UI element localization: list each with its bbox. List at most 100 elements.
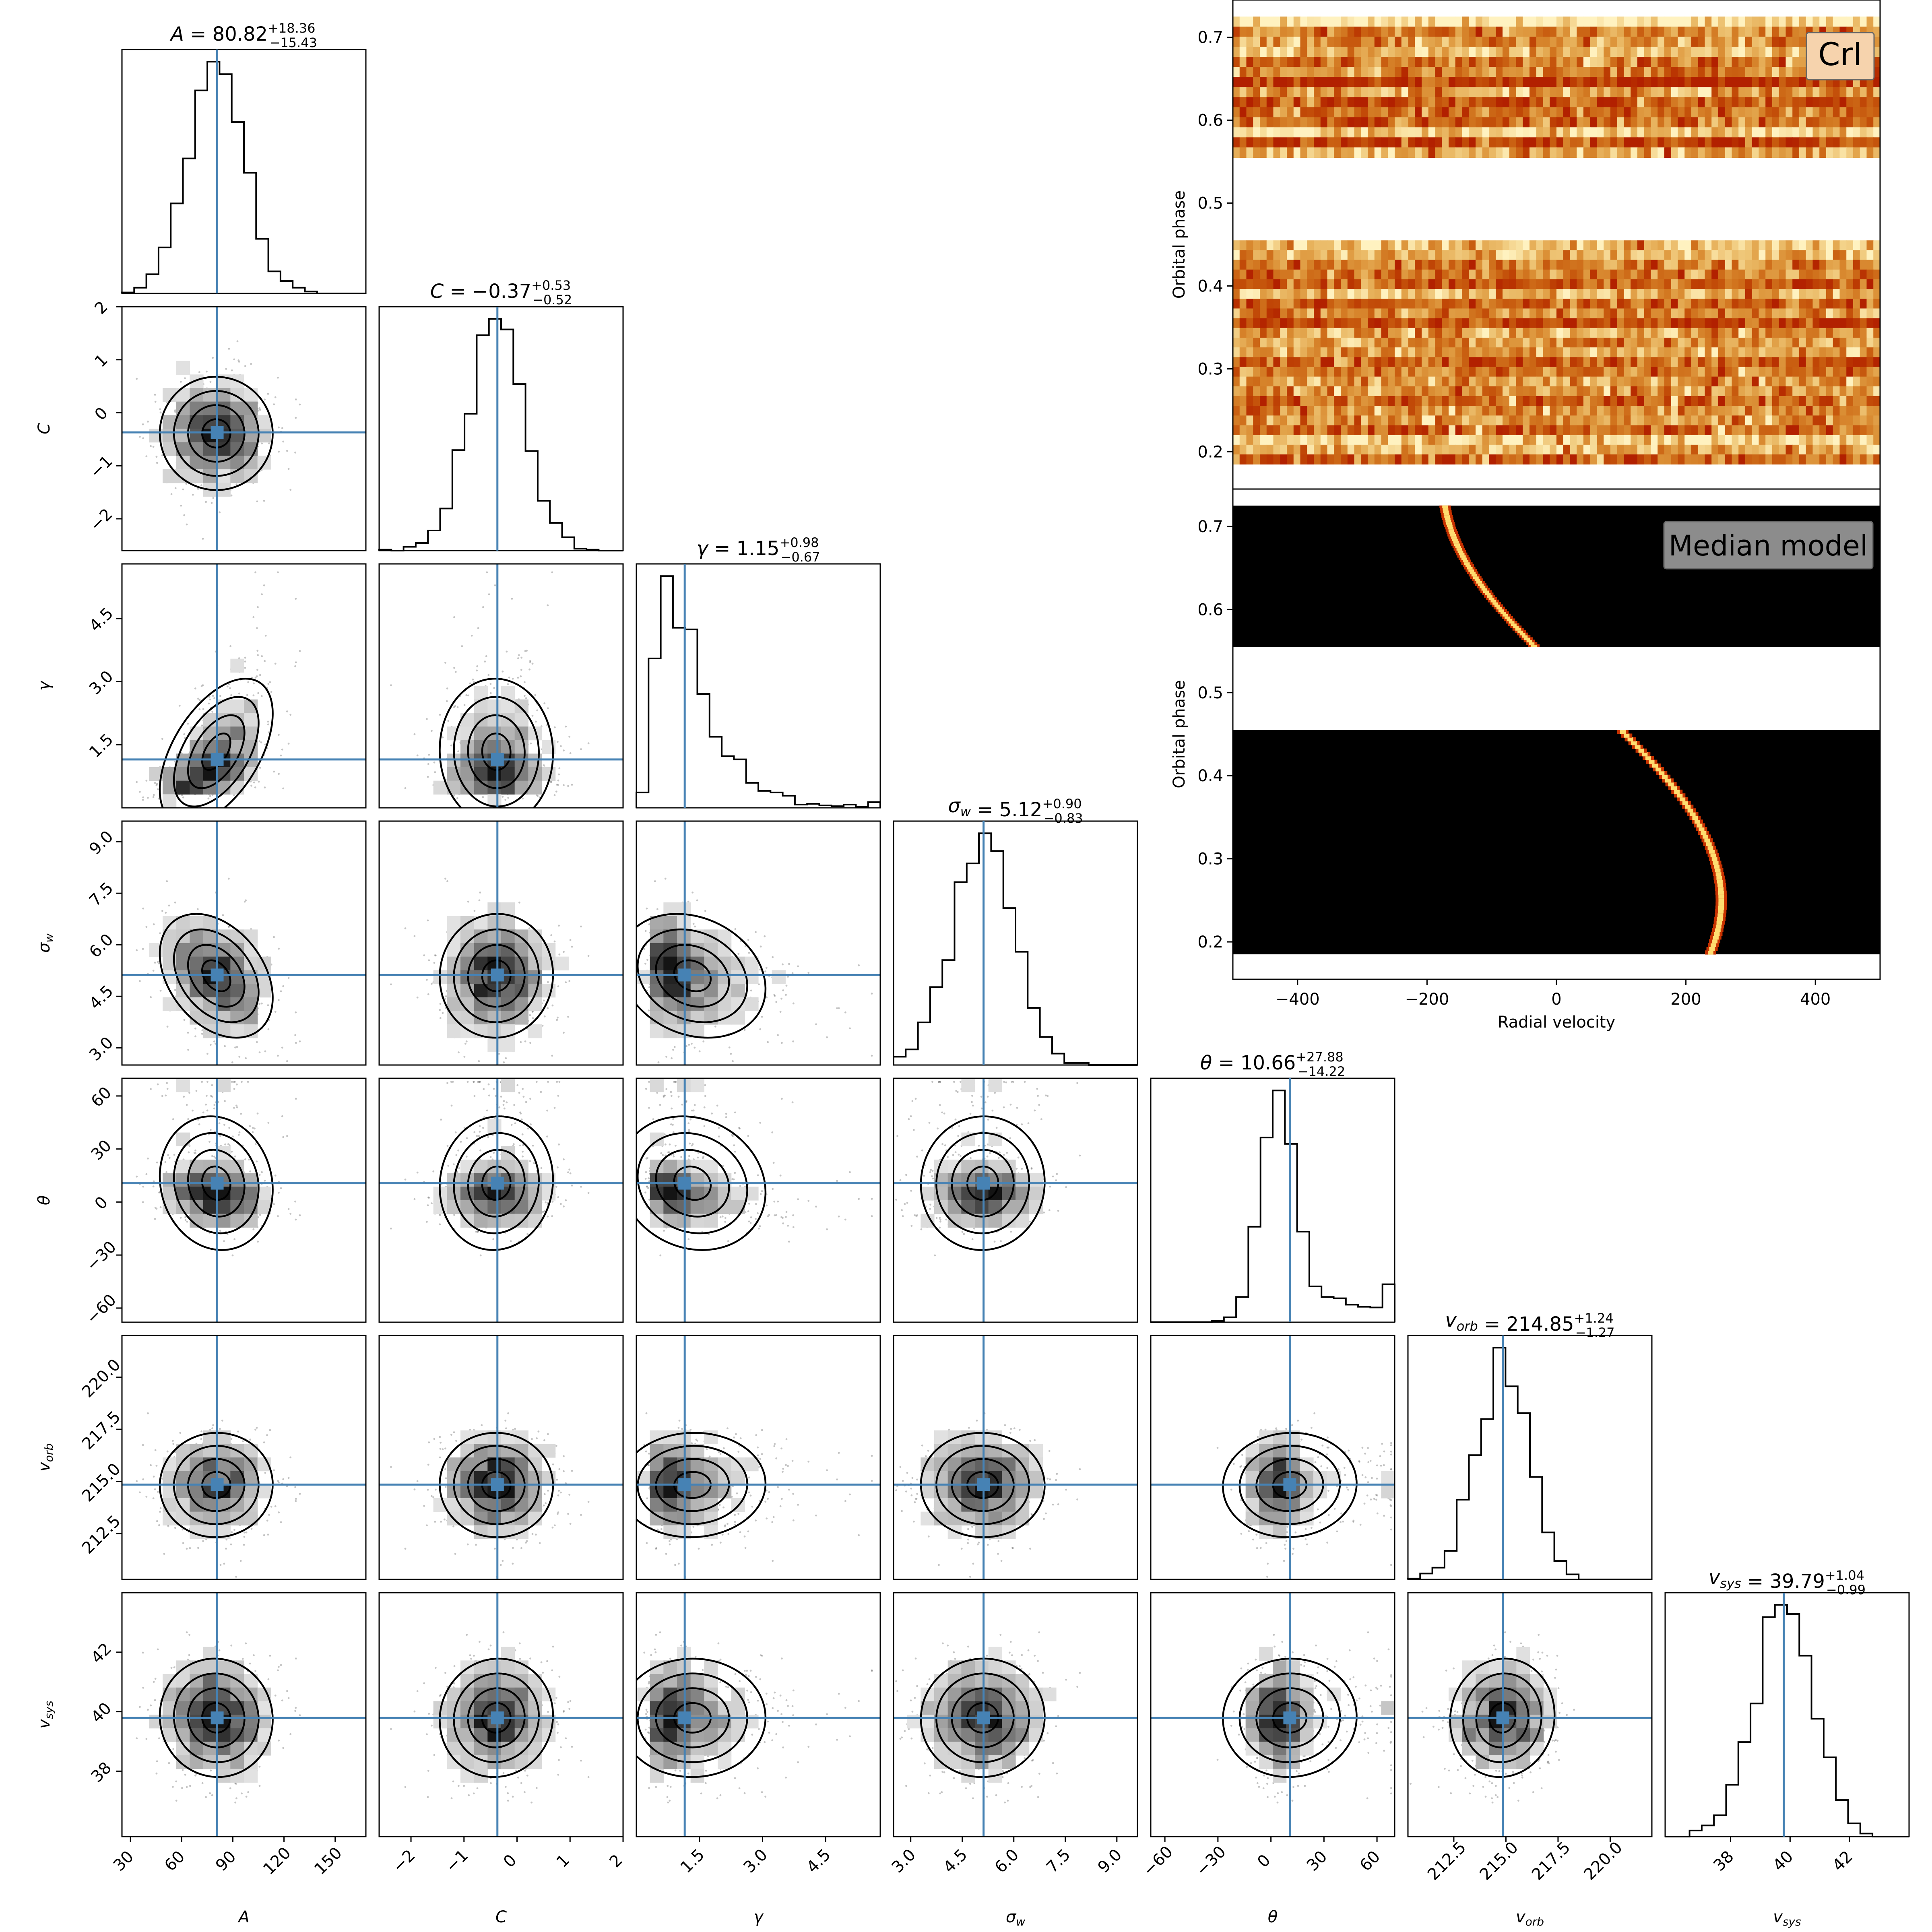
scatter-point	[413, 935, 416, 937]
scatter-point	[737, 953, 740, 955]
scatter-point	[253, 682, 255, 685]
scatter-point	[550, 934, 553, 936]
scatter-point	[226, 685, 229, 687]
scatter-point	[755, 931, 757, 933]
scatter-point	[489, 683, 492, 685]
scatter-point	[503, 1061, 505, 1063]
scatter-point	[281, 1046, 283, 1049]
scatter-point	[142, 907, 144, 910]
scatter-point	[476, 665, 479, 667]
scatter-point	[702, 1040, 705, 1042]
scatter-point	[529, 1042, 531, 1044]
scatter-point	[246, 694, 248, 696]
density-cell	[528, 753, 542, 768]
density-cell	[474, 753, 488, 768]
scatter-point	[258, 1003, 261, 1005]
scatter-point	[254, 786, 256, 788]
hist-frame	[636, 563, 881, 809]
density-cell	[460, 1011, 475, 1025]
density-cell	[650, 929, 664, 943]
scatter-point	[205, 501, 207, 503]
scatter-point	[269, 681, 271, 683]
scatter-point	[734, 928, 737, 930]
scatter-point	[200, 484, 202, 487]
scatter-point	[563, 784, 565, 786]
scatter-point	[267, 393, 269, 395]
scatter-point	[187, 1049, 189, 1051]
scatter-point	[117, 751, 119, 753]
scatter-point	[208, 696, 211, 698]
scatter-point	[551, 1055, 553, 1057]
scatter-point	[479, 892, 481, 894]
panel-4-0	[121, 1077, 367, 1323]
scatter-point	[748, 952, 750, 954]
scatter-point	[278, 999, 280, 1001]
param-title-4: θ = 10.66+27.88−14.22	[1200, 1049, 1345, 1079]
scatter-point	[484, 661, 486, 663]
hist-step	[893, 832, 1137, 1066]
scatter-point	[222, 914, 224, 916]
scatter-point	[413, 733, 416, 735]
density-cell	[176, 361, 190, 375]
scatter-point	[173, 1154, 175, 1156]
scatter-point	[511, 598, 513, 600]
density-cell	[487, 956, 502, 970]
panel-3-0	[121, 820, 367, 1066]
scatter-point	[154, 400, 157, 403]
density-cell	[514, 740, 528, 754]
scatter-point	[518, 901, 520, 904]
scatter-point	[557, 985, 559, 987]
scatter-point	[557, 1016, 559, 1019]
scatter-point	[267, 1004, 269, 1006]
density-cell	[176, 415, 190, 429]
scatter-point	[426, 978, 428, 981]
scatter-point	[202, 538, 204, 540]
scatter-point	[295, 598, 297, 600]
scatter-point	[145, 455, 148, 458]
scatter-point	[267, 1028, 270, 1030]
scatter-point	[294, 451, 296, 454]
scatter-point	[256, 1041, 258, 1043]
scatter-point	[791, 972, 794, 974]
scatter-point	[289, 714, 292, 716]
hist-panel-5: vorb = 214.85+1.24−1.27	[1407, 1309, 1653, 1580]
density-cell	[244, 388, 258, 402]
scatter-point	[555, 791, 557, 793]
scatter-point	[457, 750, 460, 753]
scatter-point	[142, 423, 144, 425]
scatter-point	[219, 695, 221, 697]
scatter-point	[446, 687, 448, 689]
scatter-point	[433, 761, 436, 764]
panel-1-0	[121, 306, 367, 551]
scatter-point	[244, 365, 246, 367]
scatter-point	[764, 970, 767, 972]
scatter-point	[174, 989, 176, 991]
scatter-point	[433, 962, 436, 964]
scatter-point	[168, 904, 170, 907]
scatter-point	[213, 697, 215, 700]
density-cell	[474, 699, 488, 713]
scatter-point	[508, 676, 510, 679]
scatter-point	[704, 910, 706, 912]
scatter-point	[502, 670, 504, 673]
scatter-point	[187, 722, 189, 725]
scatter-point	[447, 720, 450, 722]
density-cell	[217, 442, 231, 456]
scatter-point	[142, 437, 144, 440]
scatter-point	[471, 634, 473, 637]
scatter-point	[524, 1040, 526, 1042]
scatter-point	[792, 1002, 795, 1005]
density-cell	[528, 970, 542, 984]
density-cell	[190, 415, 204, 429]
scatter-point	[580, 748, 582, 750]
density-cell	[257, 415, 271, 429]
scatter-point	[286, 1135, 288, 1137]
density-cell	[217, 767, 231, 781]
scatter-point	[565, 981, 567, 983]
scatter-point	[252, 616, 255, 618]
density-cell	[460, 713, 475, 727]
scatter-point	[390, 983, 392, 986]
scatter-point	[233, 1238, 236, 1241]
scatter-point	[295, 398, 297, 400]
scatter-point	[518, 654, 520, 656]
